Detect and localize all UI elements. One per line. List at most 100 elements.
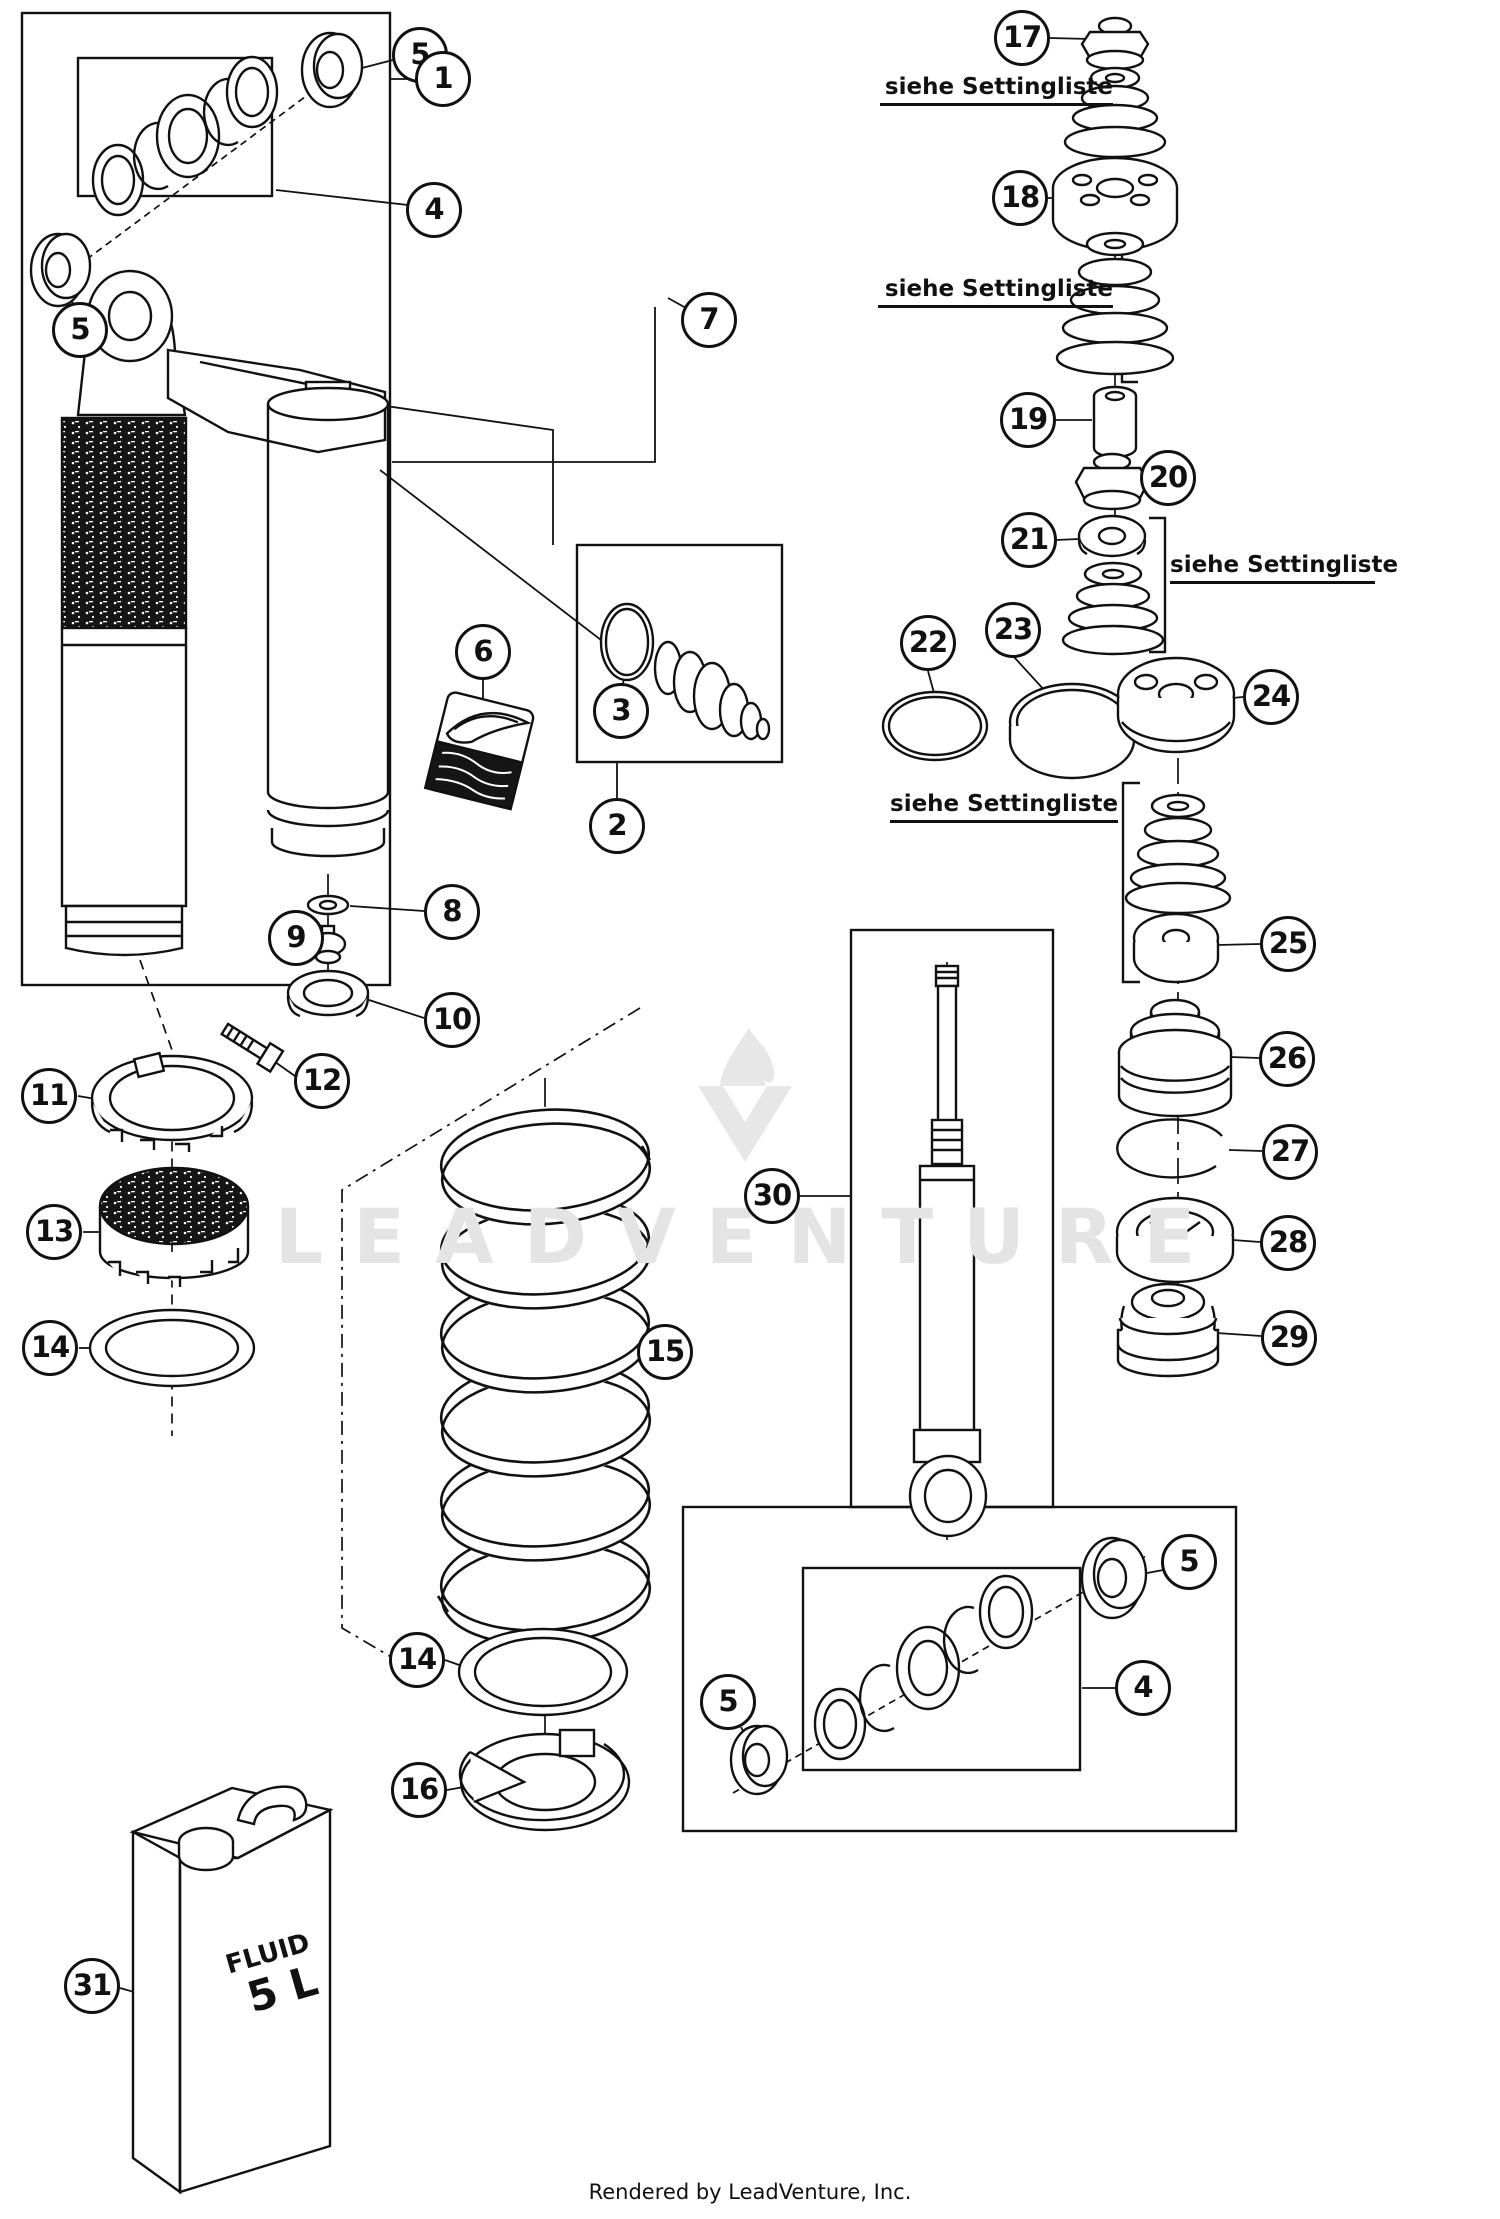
leadventure-watermark: LEADVENTURE <box>274 1192 1226 1281</box>
snap-ring <box>132 121 169 191</box>
reservoir <box>266 380 390 858</box>
o-ring-14b <box>457 1627 629 1717</box>
shim-stack-4 <box>1124 793 1232 915</box>
fluid-bottle <box>129 1785 334 2195</box>
adjuster-cap-13 <box>98 1166 250 1287</box>
callout-20[interactable]: 20 <box>1140 450 1196 506</box>
callout-3[interactable]: 3 <box>593 683 649 739</box>
spring-seat-16 <box>458 1728 631 1832</box>
callout-19[interactable]: 19 <box>1000 392 1056 448</box>
callout-5[interactable]: 5 <box>1161 1534 1217 1590</box>
leadventure-logo-icon <box>698 1028 792 1162</box>
valve-cap-10 <box>286 969 370 1018</box>
callout-5[interactable]: 5 <box>52 302 108 358</box>
body-sleeve-textured <box>60 416 188 630</box>
clamp-screw-12 <box>220 1022 285 1074</box>
callout-31[interactable]: 31 <box>64 1958 120 2014</box>
flanged-bushing <box>29 232 92 308</box>
callout-14[interactable]: 14 <box>22 1320 78 1376</box>
shim-stack-2 <box>1055 231 1175 376</box>
flanged-bushing <box>1080 1536 1148 1620</box>
shim-stack-1 <box>1063 66 1167 159</box>
callout-11[interactable]: 11 <box>21 1068 77 1124</box>
valve-detail-box <box>575 543 784 764</box>
callout-22[interactable]: 22 <box>900 615 956 671</box>
snap-ring <box>858 1663 895 1733</box>
bottle-handle <box>236 1785 308 1826</box>
rod-band <box>930 1118 964 1166</box>
callout-5[interactable]: 5 <box>700 1674 756 1730</box>
callout-23[interactable]: 23 <box>985 602 1041 658</box>
lock-nut-20 <box>1074 452 1150 511</box>
shaft-tube <box>918 1164 976 1460</box>
callout-13[interactable]: 13 <box>26 1204 82 1260</box>
preload-adjuster-parts <box>88 1022 285 1388</box>
snap-ring <box>942 1605 979 1675</box>
reservoir-valve-parts <box>286 894 370 1018</box>
settingliste-note-2: siehe Settingliste <box>878 276 1113 308</box>
bearing-kit-box-top <box>76 56 274 198</box>
settingliste-note-4: siehe Settingliste <box>890 791 1118 823</box>
bracket-settingliste-3 <box>1149 516 1167 654</box>
bump-rubber-29 <box>1116 1282 1220 1378</box>
callout-27[interactable]: 27 <box>1262 1124 1318 1180</box>
render-credit: Rendered by LeadVenture, Inc. <box>588 2180 912 2204</box>
callout-8[interactable]: 8 <box>424 884 480 940</box>
callout-16[interactable]: 16 <box>391 1762 447 1818</box>
flanged-bushing <box>729 1724 789 1796</box>
callout-2[interactable]: 2 <box>589 798 645 854</box>
bearing-kit-box-bottom <box>801 1566 1082 1772</box>
shock-shaft-assembly <box>908 964 988 1538</box>
settingliste-note-3: siehe Settingliste <box>1170 552 1398 584</box>
lock-nut-17 <box>1080 16 1150 71</box>
callout-4[interactable]: 4 <box>406 182 462 238</box>
callout-7[interactable]: 7 <box>681 292 737 348</box>
support-washer <box>813 1687 867 1761</box>
grease-canister <box>423 691 535 811</box>
bearing-kit-top <box>29 31 364 308</box>
callout-17[interactable]: 17 <box>994 10 1050 66</box>
callout-10[interactable]: 10 <box>424 992 480 1048</box>
compression-valve-detail <box>599 602 771 741</box>
callout-21[interactable]: 21 <box>1001 512 1057 568</box>
shim-stack-3 <box>1061 561 1165 656</box>
support-washer <box>978 1574 1034 1650</box>
shaft-tip <box>934 964 960 988</box>
circlip-27 <box>1116 1118 1223 1179</box>
callout-9[interactable]: 9 <box>268 910 324 966</box>
callout-24[interactable]: 24 <box>1243 669 1299 725</box>
callout-12[interactable]: 12 <box>294 1053 350 1109</box>
reservoir-end-cap <box>270 828 386 858</box>
snap-ring <box>202 77 239 147</box>
support-washer <box>91 143 145 217</box>
callout-1[interactable]: 1 <box>415 51 471 107</box>
callout-18[interactable]: 18 <box>992 170 1048 226</box>
settingliste-note-1: siehe Settingliste <box>880 74 1113 106</box>
flanged-bushing <box>300 31 364 109</box>
callout-29[interactable]: 29 <box>1261 1310 1317 1366</box>
leader-lines <box>63 37 1263 1993</box>
body-end-cap <box>64 904 184 957</box>
callout-15[interactable]: 15 <box>637 1324 693 1380</box>
callout-26[interactable]: 26 <box>1259 1031 1315 1087</box>
o-ring-14 <box>88 1308 256 1388</box>
spacer-19 <box>1092 385 1138 459</box>
body-lower <box>60 626 188 908</box>
bearing-kit-bottom <box>729 1536 1148 1796</box>
callout-28[interactable]: 28 <box>1260 1215 1316 1271</box>
piston-24 <box>1116 656 1236 754</box>
piston-band-23 <box>1008 682 1136 780</box>
callout-6[interactable]: 6 <box>455 624 511 680</box>
coil-spring <box>436 1106 652 1648</box>
valve-seal-8 <box>306 894 350 916</box>
piston-o-ring-22 <box>881 690 989 762</box>
callout-30[interactable]: 30 <box>744 1168 800 1224</box>
callout-4[interactable]: 4 <box>1115 1660 1171 1716</box>
callout-14[interactable]: 14 <box>389 1632 445 1688</box>
spring-retainer-parts <box>457 1627 631 1832</box>
damper-stack-parts <box>881 16 1236 1378</box>
shock-body <box>60 269 387 957</box>
callout-25[interactable]: 25 <box>1260 916 1316 972</box>
